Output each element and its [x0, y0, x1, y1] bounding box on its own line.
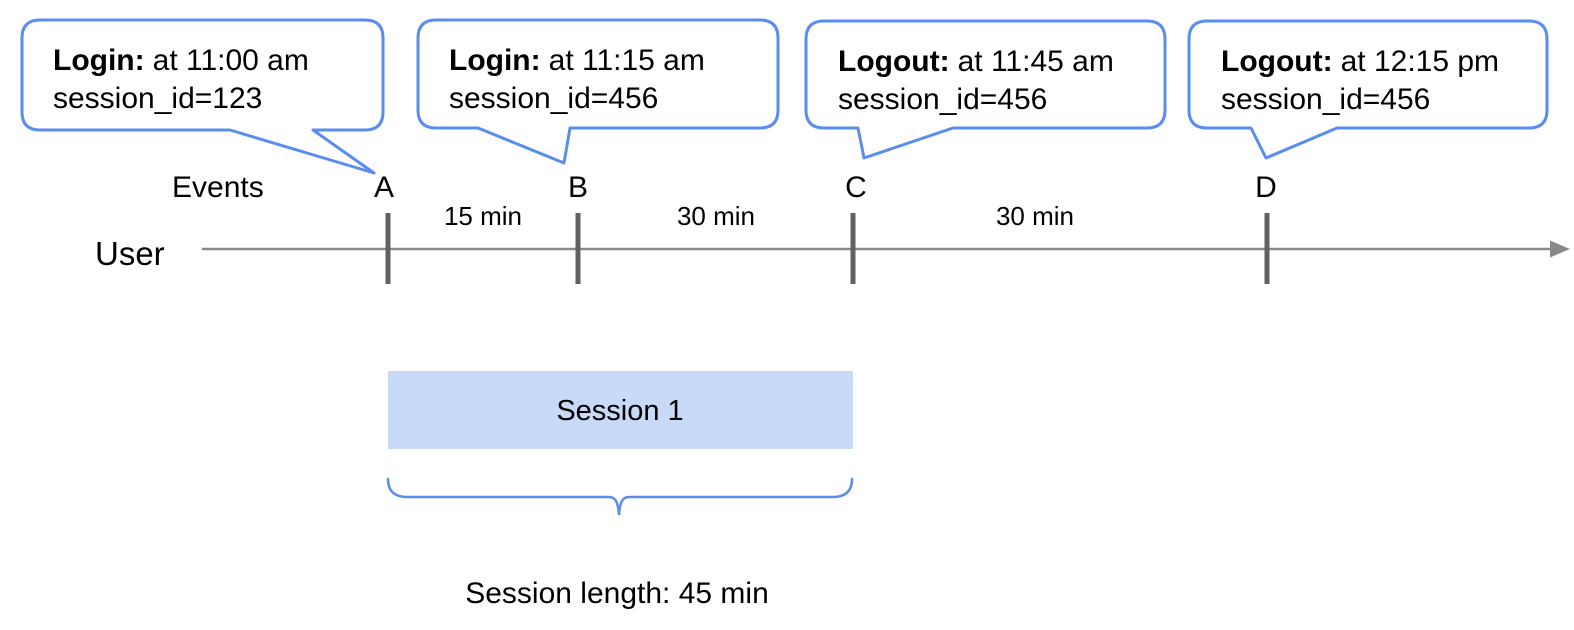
event-type-label: Logout:: [1221, 45, 1333, 78]
event-time-label: at 12:15 pm: [1341, 45, 1499, 78]
event-tick-d: [1264, 213, 1270, 284]
callout-title: Login:at 11:00 am: [53, 44, 309, 77]
event-mark-b: B: [568, 171, 588, 204]
events-row-label: Events: [172, 171, 264, 204]
callout-logout-c: Logout:at 11:45 am session_id=456: [804, 19, 1167, 160]
event-tick-a: [385, 213, 391, 284]
event-time-label: at 11:45 am: [958, 45, 1114, 78]
event-time-label: at 11:00 am: [153, 44, 309, 77]
callout-bubble: [20, 18, 385, 175]
interval-label-cd: 30 min: [996, 201, 1074, 231]
event-time-label: at 11:15 am: [549, 44, 705, 77]
event-type-label: Logout:: [838, 45, 950, 78]
callout-logout-d: Logout:at 12:15 pm session_id=456: [1187, 19, 1549, 160]
callout-session-id: session_id=123: [53, 82, 262, 115]
interval-label-bc: 30 min: [677, 201, 755, 231]
events-row: Events A B C D: [172, 171, 1277, 204]
callout-bubble: [1187, 19, 1549, 160]
callout-login-b: Login:at 11:15 am session_id=456: [416, 18, 780, 165]
session-group: Session 1 Session length: 45 min: [386, 371, 854, 610]
callout-bubble: [804, 19, 1167, 160]
event-mark-a: A: [374, 171, 394, 204]
timeline-axis: User 15 min 30 min 30 min: [95, 201, 1570, 284]
event-tick-b: [575, 213, 581, 284]
event-tick-c: [850, 213, 856, 284]
user-label: User: [95, 235, 165, 272]
callout-title: Login:at 11:15 am: [449, 44, 705, 77]
interval-label-ab: 15 min: [444, 201, 522, 231]
callout-session-id: session_id=456: [1221, 83, 1430, 116]
callout-session-id: session_id=456: [449, 82, 658, 115]
callout-bubble: [416, 18, 780, 165]
callout-login-a: Login:at 11:00 am session_id=123: [20, 18, 385, 175]
event-type-label: Login:: [53, 44, 145, 77]
session-box: [388, 371, 853, 449]
arrowhead-icon: [1550, 240, 1570, 258]
callout-title: Logout:at 11:45 am: [838, 45, 1114, 78]
session-box-label: Session 1: [556, 395, 683, 427]
callout-session-id: session_id=456: [838, 83, 1047, 116]
event-mark-c: C: [845, 171, 867, 204]
session-length-caption: Session length: 45 min: [465, 577, 769, 610]
session-brace: [386, 477, 854, 516]
event-type-label: Login:: [449, 44, 541, 77]
event-mark-d: D: [1255, 171, 1277, 204]
callout-title: Logout:at 12:15 pm: [1221, 45, 1499, 78]
